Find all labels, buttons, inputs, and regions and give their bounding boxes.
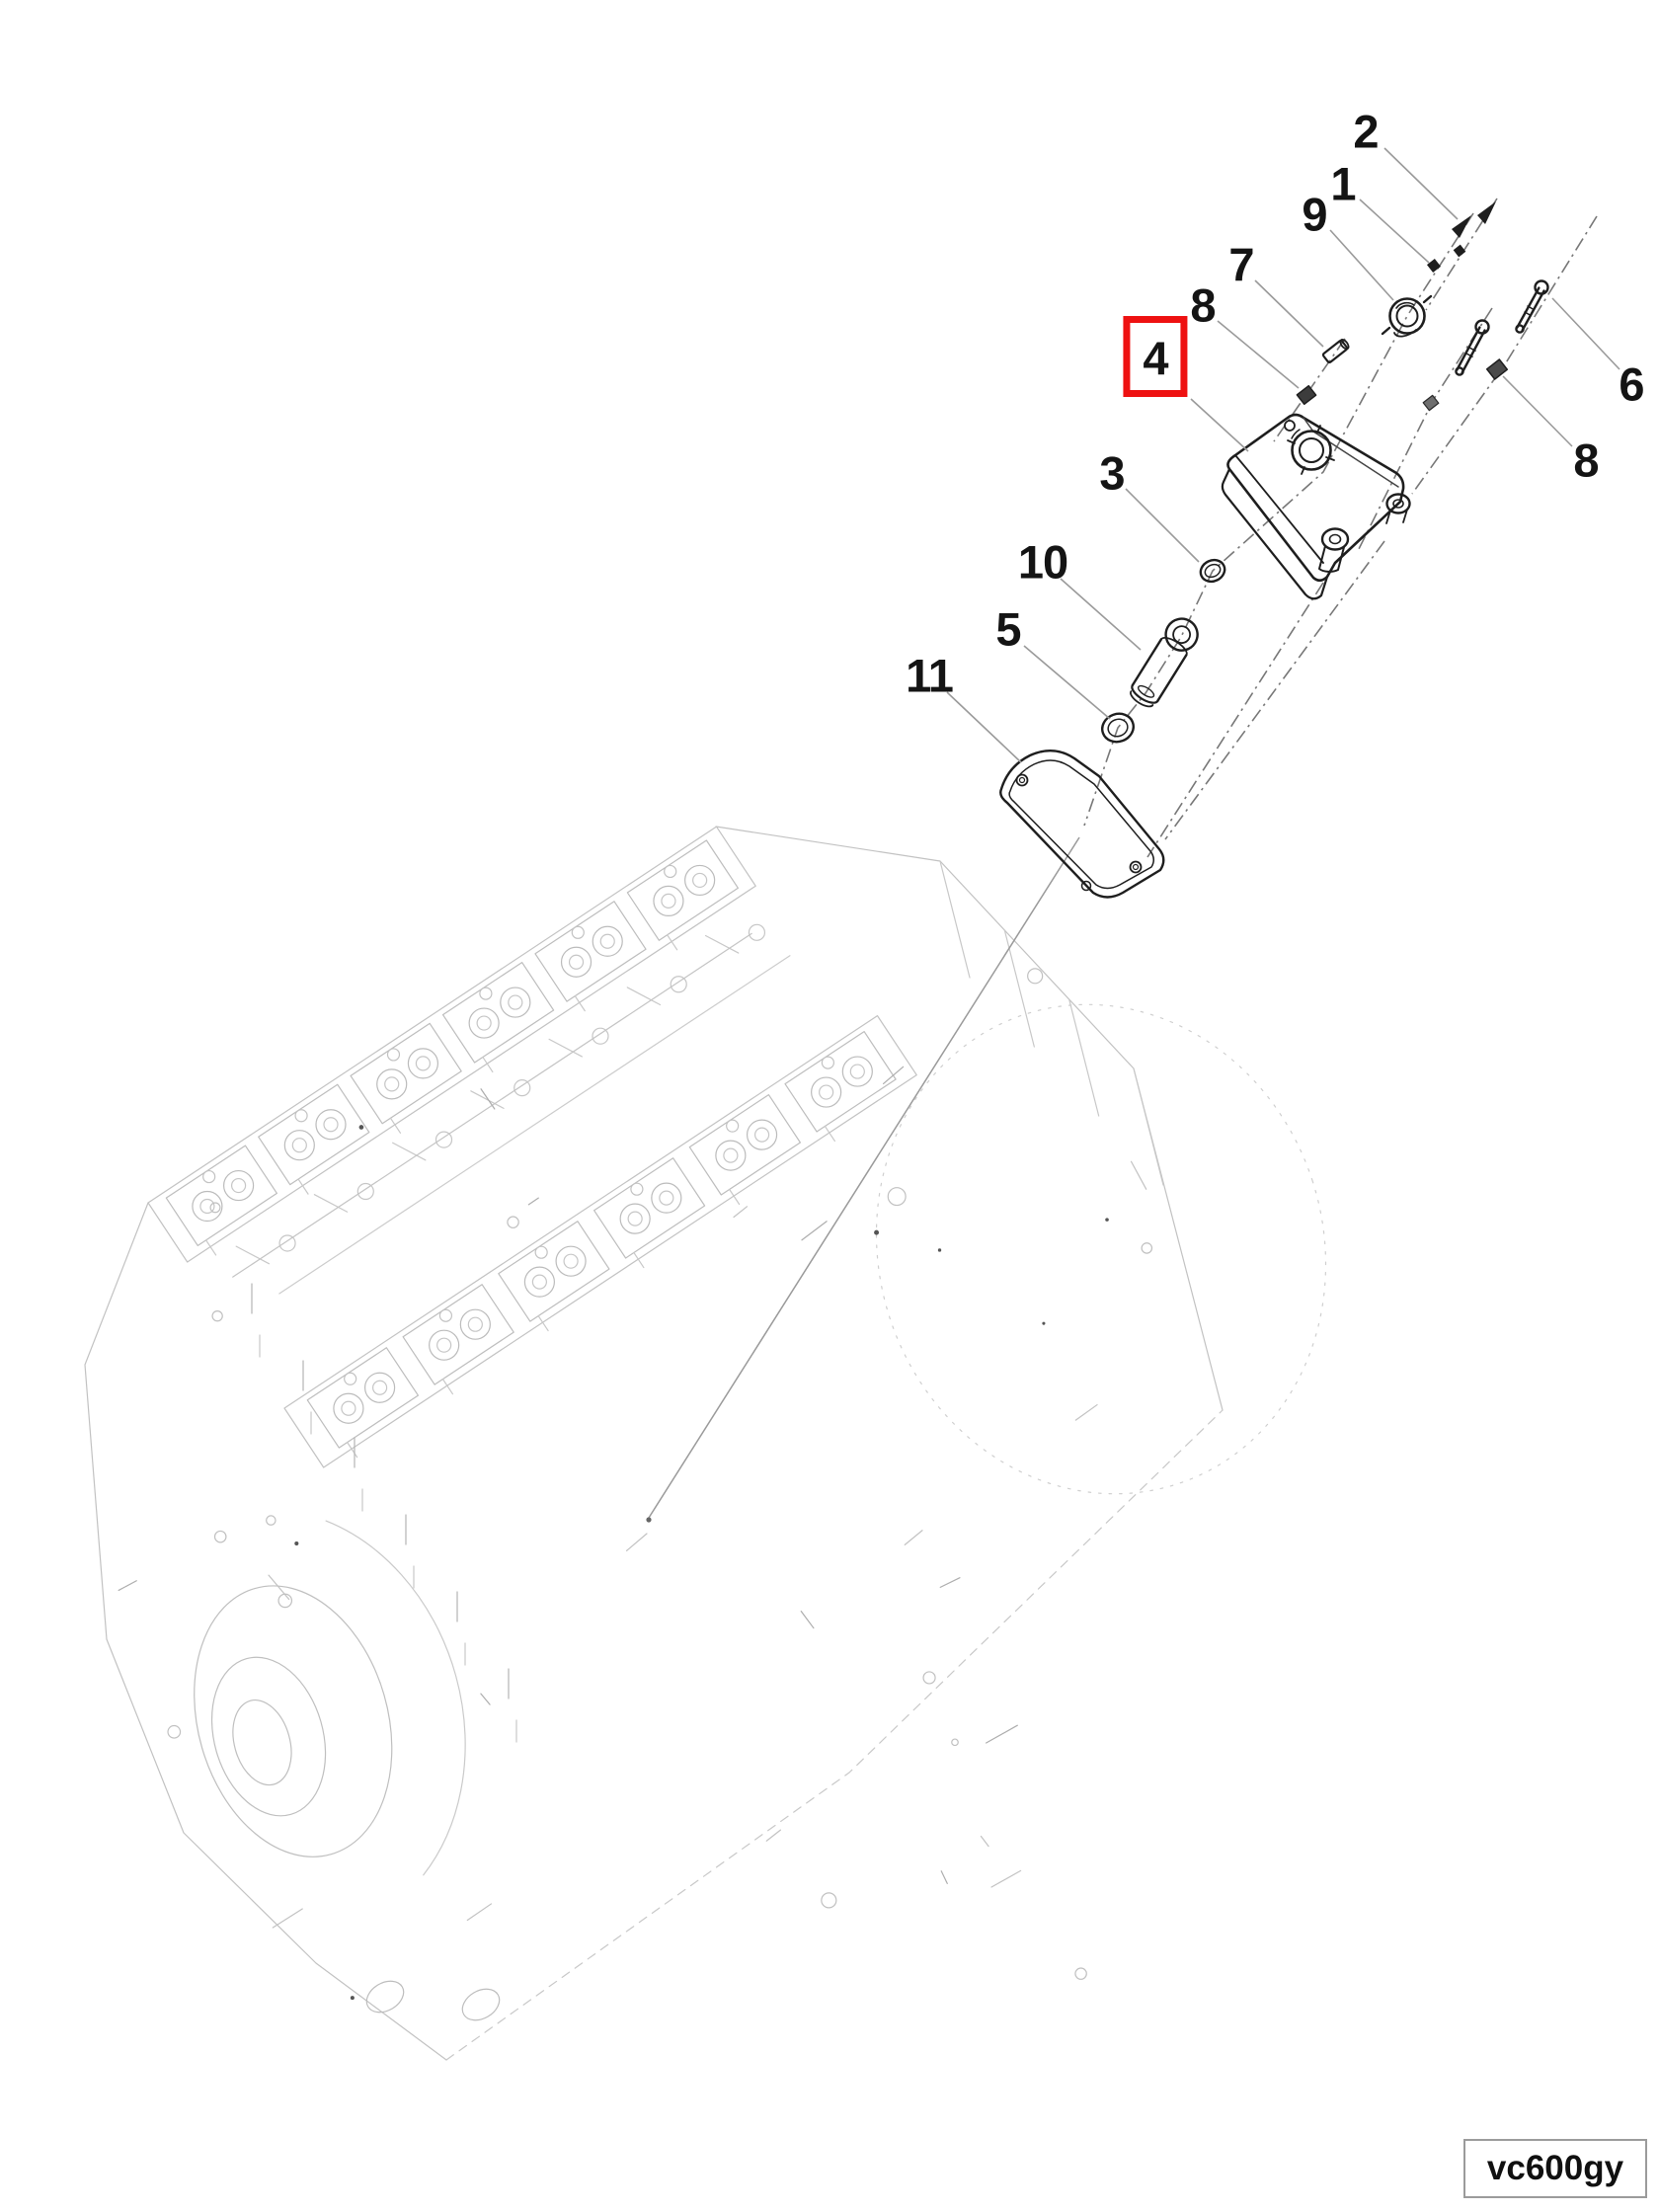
stud-part-7 — [1321, 339, 1350, 364]
screw-part-2b — [1477, 201, 1496, 224]
nut-part-8-right — [1485, 358, 1509, 380]
callout-4-highlighted: 4 — [1123, 316, 1188, 397]
callout-11: 11 — [906, 649, 954, 702]
engine-block-sketch — [84, 826, 1327, 2061]
leader-line-1 — [1359, 198, 1430, 264]
leader-line-9 — [1329, 229, 1394, 301]
axis-line — [1411, 215, 1598, 495]
callout-8: 8 — [1573, 434, 1599, 487]
leader-line-7 — [1254, 279, 1324, 348]
bolt-part-1 — [1426, 258, 1442, 274]
tube-part-10 — [1130, 617, 1199, 708]
callout-5: 5 — [995, 602, 1021, 656]
exploded-parts — [999, 201, 1549, 899]
o-ring-part-3 — [1199, 558, 1226, 584]
axis-line — [1146, 582, 1324, 858]
leader-line-10 — [1060, 578, 1142, 651]
axis-line — [1356, 307, 1493, 554]
callout-9: 9 — [1302, 188, 1327, 241]
assembly-axis-lines — [1083, 198, 1598, 858]
part-code-box: vc600gy — [1463, 2139, 1647, 2198]
o-ring-part-5 — [1101, 712, 1135, 744]
main-axis-line — [1083, 212, 1474, 827]
callout-3: 3 — [1099, 446, 1125, 500]
leader-line-11 — [946, 691, 1022, 763]
stud-bolt-long-middle — [1455, 319, 1490, 376]
leader-line-8 — [1217, 320, 1300, 389]
washer-small — [1422, 394, 1440, 412]
callout-1: 1 — [1330, 157, 1356, 210]
leader-line-6 — [1551, 297, 1620, 370]
callout-10: 10 — [1017, 535, 1068, 589]
callout-6: 6 — [1619, 357, 1644, 411]
stud-bolt-long-right — [1515, 279, 1549, 334]
callout-2: 2 — [1353, 105, 1379, 158]
leader-line-3 — [1125, 488, 1200, 563]
leader-line-4 — [1190, 398, 1249, 452]
leader-line-2 — [1383, 147, 1459, 220]
nut-part-8-left — [1296, 384, 1317, 406]
mounting-position-line — [646, 836, 1080, 1523]
screw-part-2 — [1452, 215, 1471, 238]
part-code-label: vc600gy — [1486, 2149, 1624, 2187]
gasket-part-11 — [999, 750, 1165, 899]
callout-8: 8 — [1190, 278, 1216, 332]
leader-line-8 — [1502, 375, 1573, 447]
valve-cover-part-4 — [1221, 413, 1411, 600]
leader-line-5 — [1023, 645, 1111, 720]
callout-7: 7 — [1228, 238, 1254, 291]
callout-leader-lines — [946, 147, 1620, 763]
bolt-part-1b — [1453, 244, 1466, 258]
axis-line — [1164, 540, 1385, 840]
filler-cap-part-9 — [1381, 294, 1433, 338]
